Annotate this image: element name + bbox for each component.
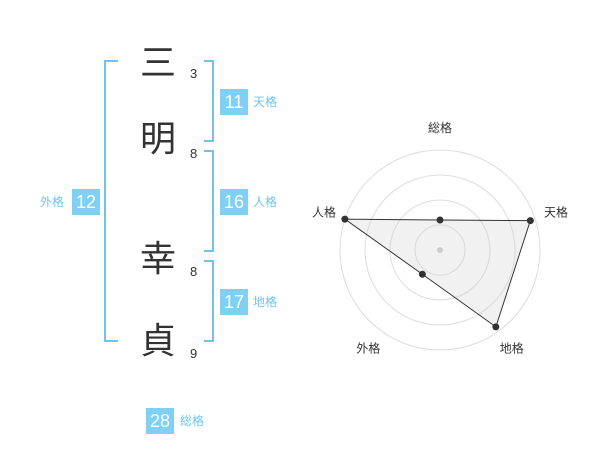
tenkaku-label: 天格 xyxy=(253,95,278,109)
stroke-count-2: 8 xyxy=(190,146,198,161)
radar-point-5 xyxy=(341,215,349,223)
radar-axis-label-1: 総格 xyxy=(428,120,452,135)
radar-ring-4 xyxy=(339,149,541,351)
radar-grid xyxy=(339,149,541,351)
gaikaku-value-badge: 12 xyxy=(72,189,100,215)
radar-center-dot xyxy=(437,247,443,253)
radar-ring-2 xyxy=(389,199,491,301)
radar-point-2 xyxy=(526,217,534,225)
name-char-3: 幸 xyxy=(139,239,176,280)
radar-axis-label-5: 人格 xyxy=(312,204,336,219)
radar-point-4 xyxy=(418,270,426,278)
name-char-1: 三 xyxy=(139,43,176,84)
soukaku-label: 総格 xyxy=(180,414,205,428)
tenkaku-value-badge: 11 xyxy=(220,89,248,115)
radar-point-1 xyxy=(436,216,444,224)
name-char-4: 貞 xyxy=(139,321,176,362)
radar-ring-3 xyxy=(364,174,516,326)
radar-axis-label-4: 外格 xyxy=(356,341,380,356)
chikaku-value-badge: 17 xyxy=(220,289,248,315)
radar-polygon xyxy=(343,218,532,328)
jinkaku-value-badge: 16 xyxy=(220,189,248,215)
jinkaku-label: 人格 xyxy=(253,195,278,209)
radar-series xyxy=(341,215,534,331)
radar-axis-label-2: 天格 xyxy=(544,204,568,219)
gaikaku-label: 外格 xyxy=(40,195,65,209)
radar-axis-label-3: 地格 xyxy=(500,341,524,356)
tenkaku-bracket xyxy=(204,60,214,142)
chikaku-label: 地格 xyxy=(253,295,278,309)
stroke-count-3: 8 xyxy=(190,264,198,279)
stroke-count-1: 3 xyxy=(190,66,198,81)
gaikaku-bracket xyxy=(104,60,118,342)
chikaku-bracket xyxy=(204,260,214,342)
radar-ring-1 xyxy=(414,224,466,276)
name-char-2: 明 xyxy=(139,119,176,160)
radar-point-3 xyxy=(492,323,500,331)
stroke-count-4: 9 xyxy=(190,346,198,361)
jinkaku-bracket xyxy=(204,150,214,252)
soukaku-value-badge: 28 xyxy=(146,408,174,434)
